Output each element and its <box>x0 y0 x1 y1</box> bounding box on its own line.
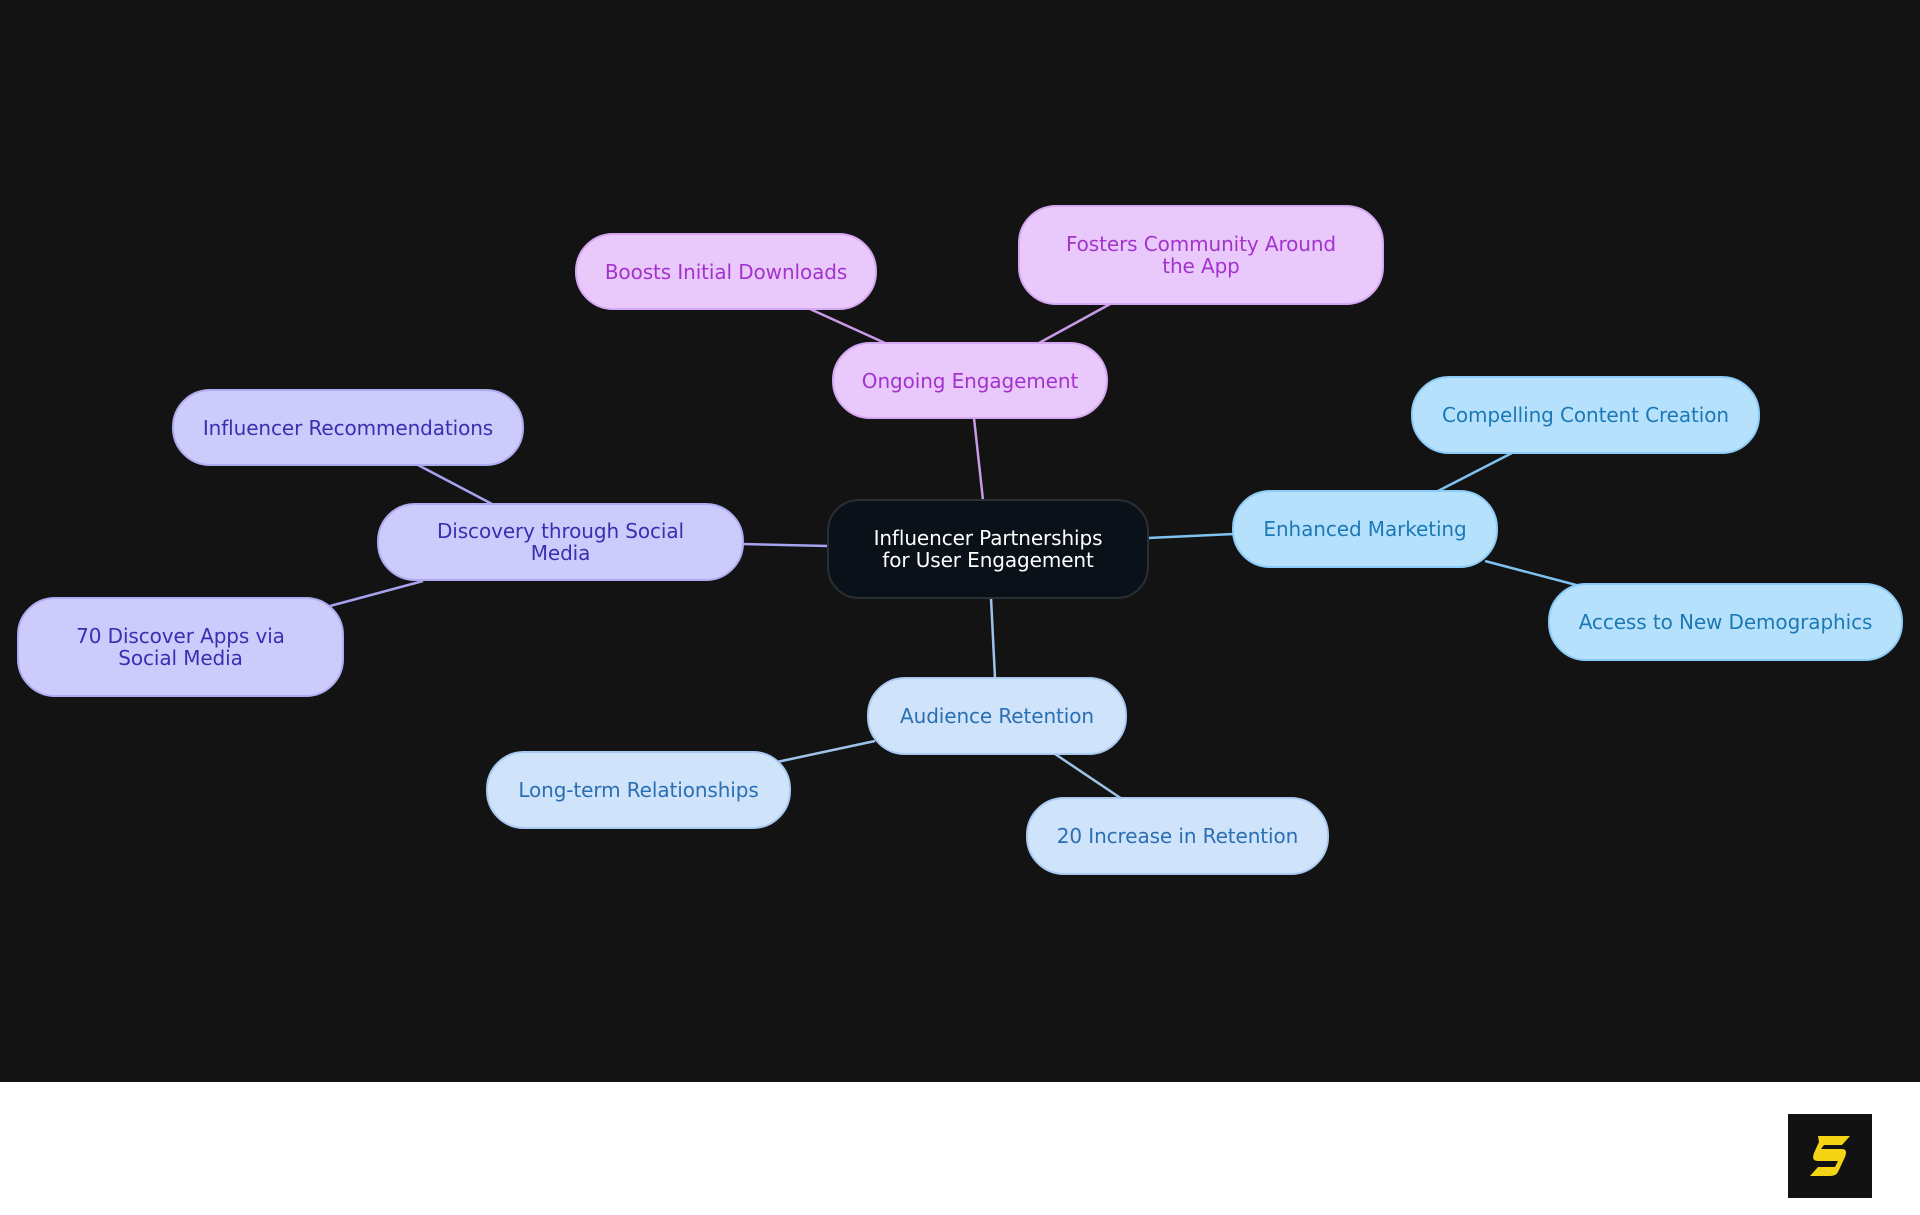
mindmap-canvas: Influencer Partnerships for User Engagem… <box>0 0 1920 1082</box>
branch-enhanced-marketing: Enhanced Marketing <box>1232 490 1498 568</box>
leaf-influencer-recommendations: Influencer Recommendations <box>172 389 524 466</box>
leaf-long-term-relationships: Long-term Relationships <box>486 751 791 829</box>
leaf-fosters-community: Fosters Community Around the App <box>1018 205 1384 305</box>
leaf-70-discover-apps-label: 70 Discover Apps via Social Media <box>76 624 285 670</box>
edge-ongoing-downloads <box>809 307 886 345</box>
root-label: Influencer Partnerships for User Engagem… <box>873 526 1103 572</box>
edge-root-retention <box>989 597 997 679</box>
footer-bar <box>0 1082 1920 1215</box>
leaf-70-discover-apps: 70 Discover Apps via Social Media <box>17 597 344 697</box>
edge-root-discovery <box>742 542 829 548</box>
edge-root-marketing <box>1147 532 1235 540</box>
branch-discovery-social: Discovery through Social Media <box>377 503 744 581</box>
leaf-20-increase-retention: 20 Increase in Retention <box>1026 797 1329 875</box>
branch-marketing-label: Enhanced Marketing <box>1263 517 1467 541</box>
leaf-boosts-downloads: Boosts Initial Downloads <box>575 233 877 310</box>
brand-s-logo-icon <box>1788 1114 1872 1198</box>
leaf-new-demographics-label: Access to New Demographics <box>1578 610 1873 634</box>
root-node: Influencer Partnerships for User Engagem… <box>827 499 1149 599</box>
edge-retention-longterm <box>776 739 876 764</box>
branch-retention-label: Audience Retention <box>900 704 1094 728</box>
branch-ongoing-label: Ongoing Engagement <box>861 368 1079 393</box>
edge-ongoing-community <box>1038 301 1113 345</box>
branch-ongoing-engagement: Ongoing Engagement <box>832 342 1108 419</box>
leaf-compelling-content-label: Compelling Content Creation <box>1442 403 1729 427</box>
leaf-20-increase-label: 20 Increase in Retention <box>1056 824 1299 848</box>
edge-discovery-70 <box>329 579 424 608</box>
brand-s-glyph <box>1810 1136 1850 1176</box>
leaf-boosts-downloads-label: Boosts Initial Downloads <box>604 259 848 284</box>
mindmap-connectors <box>329 301 1581 801</box>
leaf-fosters-community-label: Fosters Community Around the App <box>1065 232 1337 278</box>
leaf-new-demographics: Access to New Demographics <box>1548 583 1903 661</box>
edge-marketing-content <box>1437 451 1513 493</box>
leaf-long-term-label: Long-term Relationships <box>518 778 759 802</box>
edge-retention-20 <box>1054 752 1123 801</box>
edge-discovery-recommendations <box>417 463 493 506</box>
branch-discovery-label: Discovery through Social Media <box>436 519 684 565</box>
branch-audience-retention: Audience Retention <box>867 677 1127 755</box>
leaf-influencer-recommendations-label: Influencer Recommendations <box>202 415 494 440</box>
edge-root-ongoing <box>972 417 985 501</box>
edge-marketing-demographics <box>1484 559 1581 588</box>
leaf-compelling-content: Compelling Content Creation <box>1411 376 1760 454</box>
